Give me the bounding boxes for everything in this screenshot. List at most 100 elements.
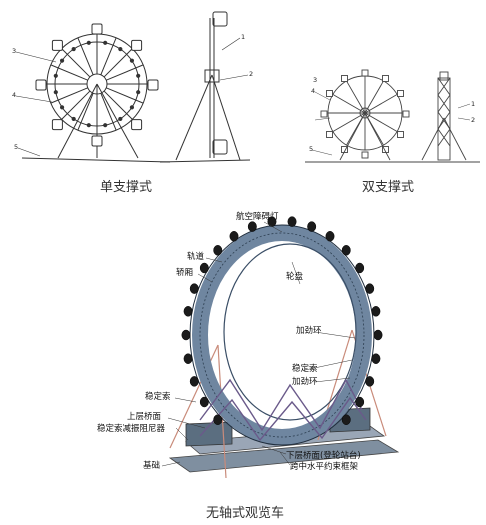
cabin bbox=[51, 119, 63, 131]
cabin bbox=[213, 414, 223, 425]
ground-line bbox=[21, 157, 171, 163]
cabin bbox=[361, 69, 369, 77]
star-node bbox=[86, 123, 91, 128]
label-stay-cable-left: 稳定索 bbox=[145, 392, 171, 402]
cabin bbox=[147, 79, 159, 91]
cabin bbox=[341, 146, 348, 153]
spoke bbox=[364, 112, 398, 132]
cabin bbox=[382, 75, 389, 82]
cabin bbox=[371, 353, 381, 364]
cabin bbox=[365, 283, 375, 294]
star-node bbox=[53, 90, 58, 95]
side-hub-block bbox=[204, 69, 220, 83]
cabin bbox=[189, 376, 199, 387]
cabin bbox=[131, 119, 143, 131]
wheel2-cabins bbox=[320, 69, 410, 159]
callout-3: 3 bbox=[12, 47, 17, 55]
spoke bbox=[332, 112, 366, 132]
cabin bbox=[355, 396, 365, 408]
label-track: 轨道 bbox=[187, 252, 205, 262]
spoke bbox=[103, 48, 133, 78]
wheel-inner-track bbox=[223, 243, 357, 421]
spoke bbox=[77, 93, 94, 131]
leader-5 bbox=[17, 147, 41, 157]
foundation-slab bbox=[168, 439, 400, 473]
cabin bbox=[341, 414, 351, 425]
leader-1 bbox=[221, 37, 241, 51]
callout-1: 1 bbox=[241, 33, 246, 41]
spoke bbox=[50, 64, 88, 81]
star-node bbox=[71, 116, 76, 122]
label-mid-span-frame: 跨中水平约束框架 bbox=[290, 462, 359, 472]
cabin bbox=[189, 283, 199, 294]
label-stiffening-ring-lower: 加劲环 bbox=[292, 377, 318, 387]
base-truss bbox=[199, 378, 367, 442]
star-node bbox=[136, 73, 141, 78]
spoke bbox=[364, 94, 398, 114]
label-stiffening-ring-upper: 加劲环 bbox=[296, 326, 322, 336]
wheel-cabins bbox=[35, 23, 159, 147]
single-support-front-view bbox=[21, 23, 171, 163]
cabin bbox=[35, 79, 47, 91]
star-node bbox=[71, 46, 76, 52]
cabin bbox=[247, 221, 257, 232]
tower-frame bbox=[437, 77, 451, 161]
spoke bbox=[61, 48, 91, 78]
spoke bbox=[106, 64, 144, 81]
label-cable-damper: 稳定索减振阻尼器 bbox=[97, 424, 166, 434]
star-node bbox=[86, 40, 91, 45]
spoke bbox=[103, 90, 133, 120]
cabin bbox=[373, 329, 383, 341]
callout-4: 4 bbox=[12, 91, 17, 99]
spoke bbox=[61, 90, 91, 120]
axleless-cabins bbox=[181, 216, 383, 425]
side-cabin-top bbox=[212, 11, 228, 27]
cabin bbox=[341, 75, 348, 82]
caption-double-support: 双支撑式 bbox=[362, 180, 415, 195]
single-support-side-view bbox=[159, 11, 251, 163]
cabin bbox=[51, 39, 63, 51]
callout-d1: 1 bbox=[471, 100, 476, 108]
side-cabin-bottom bbox=[212, 139, 228, 155]
wheel-lattice bbox=[199, 232, 365, 438]
cabin bbox=[307, 221, 317, 232]
label-upper-deck: 上层桥面 bbox=[127, 412, 162, 422]
cabin bbox=[382, 146, 389, 153]
star-node bbox=[129, 105, 135, 110]
leader-4 bbox=[15, 95, 53, 103]
star-node bbox=[53, 73, 58, 78]
cabin bbox=[402, 110, 410, 118]
label-cabin: 轿厢 bbox=[176, 268, 194, 278]
leader-2 bbox=[219, 74, 249, 81]
cabin bbox=[365, 376, 375, 387]
side-ground-line bbox=[159, 159, 251, 163]
leg2-right bbox=[364, 112, 391, 161]
cabin bbox=[91, 23, 103, 35]
axleless-wheel-diagram bbox=[168, 216, 400, 479]
label-stay-cable-right: 稳定索 bbox=[292, 364, 318, 374]
spoke bbox=[364, 80, 384, 114]
cabin bbox=[183, 306, 193, 317]
cabin bbox=[131, 39, 143, 51]
wheel-spokes bbox=[47, 34, 147, 134]
cabin bbox=[91, 135, 103, 147]
cabin bbox=[341, 245, 351, 256]
double-support-front-view bbox=[305, 69, 420, 163]
callout-d3: 3 bbox=[313, 76, 318, 84]
star-node bbox=[59, 58, 65, 63]
spoke bbox=[332, 94, 366, 114]
label-lower-deck: 下层桥面(登轮站台) bbox=[286, 451, 361, 461]
callout-d4: 4 bbox=[311, 87, 316, 95]
cabin bbox=[320, 110, 328, 118]
cabin bbox=[355, 262, 365, 274]
callout-d2: 2 bbox=[471, 116, 476, 124]
star-node bbox=[59, 105, 65, 110]
spoke bbox=[50, 87, 88, 104]
callout-5: 5 bbox=[14, 143, 19, 151]
side-brace-left bbox=[175, 74, 213, 161]
cabin bbox=[397, 131, 404, 138]
label-aviation-light: 航空障碍灯 bbox=[236, 212, 279, 222]
cabin bbox=[199, 396, 209, 408]
caption-axleless: 无轴式观览车 bbox=[206, 506, 285, 521]
